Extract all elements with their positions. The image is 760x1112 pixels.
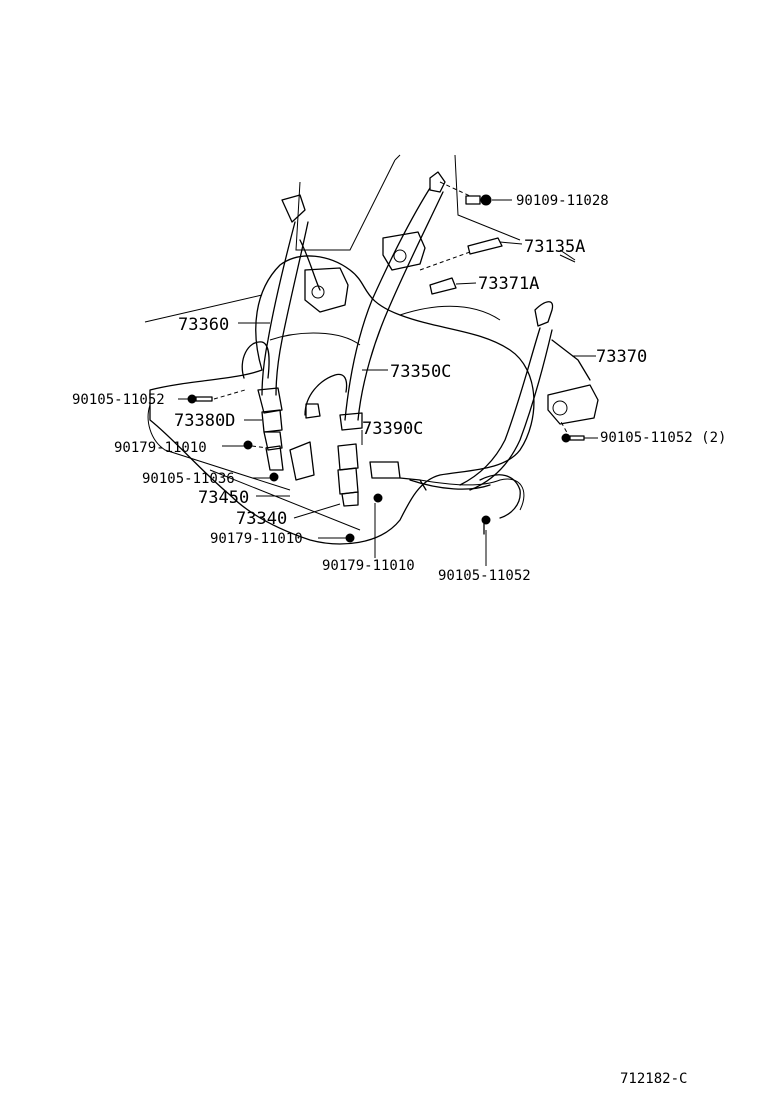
vehicle-body-outline	[144, 154, 576, 323]
label-73390C: 73390C	[362, 419, 423, 439]
rear-seat-cushion	[149, 255, 535, 545]
right-outer-belt-73370	[409, 301, 599, 519]
label-90105-11052-2: 90105-11052 (2)	[600, 430, 726, 446]
label-90179-11010-a: 90179-11010	[114, 440, 207, 456]
label-90109-11028: 90109-11028	[516, 193, 609, 209]
label-73350C: 73350C	[390, 362, 451, 382]
left-outer-belt-73360	[241, 194, 349, 414]
diagram-id: 712182-C	[620, 1071, 687, 1087]
label-90179-11010-c: 90179-11010	[322, 558, 415, 574]
label-73360: 73360	[178, 315, 229, 335]
label-73450: 73450	[198, 488, 249, 508]
centre-belt-73350C	[304, 171, 446, 431]
label-90179-11010-b: 90179-11010	[210, 531, 303, 547]
label-90105-11052-bottom: 90105-11052	[438, 568, 531, 584]
label-90105-11036: 90105-11036	[142, 471, 235, 487]
centre-buckle-group	[289, 441, 427, 507]
label-73135A: 73135A	[524, 237, 585, 257]
label-90105-11052-left: 90105-11052	[72, 392, 165, 408]
left-buckle-73380D	[261, 409, 284, 471]
part-labels: 90109-11028 73135A 73371A 73360 73370 73…	[72, 193, 726, 584]
label-73380D: 73380D	[174, 411, 235, 431]
leader-lines	[147, 181, 598, 566]
label-73340: 73340	[236, 509, 287, 529]
label-73370: 73370	[596, 347, 647, 367]
label-73371A: 73371A	[478, 274, 539, 294]
